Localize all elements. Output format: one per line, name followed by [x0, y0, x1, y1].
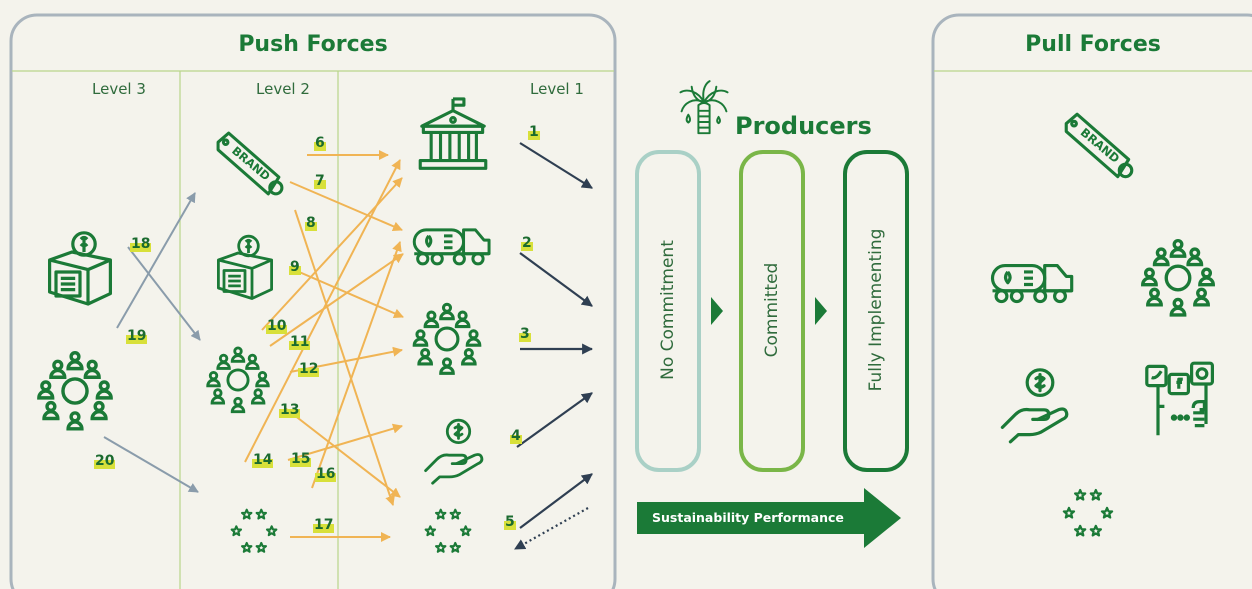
stage-arrow-1 [711, 297, 723, 325]
flow-number-5: 5 [504, 514, 516, 530]
stage-fully-implementing-label: Fully Implementing [866, 228, 886, 392]
pull-forces-title: Pull Forces [1025, 32, 1161, 57]
flow-number-4: 4 [510, 428, 522, 444]
flow-arrow-7 [289, 181, 403, 232]
brand-tag-icon [216, 131, 284, 196]
brand-tag-icon [1064, 112, 1134, 179]
flow-arrow-19 [116, 192, 196, 329]
level-2-label: Level 2 [256, 80, 310, 98]
star-ring-icon [1062, 488, 1114, 537]
stage-no-commitment-box [635, 150, 701, 472]
flow-arrow-14 [244, 159, 401, 463]
hand-money-icon [1000, 368, 1069, 444]
stage-no-commitment-label: No Commitment [658, 240, 678, 380]
stage-committed-label: Committed [762, 262, 782, 358]
push-forces-panel [9, 13, 617, 589]
flow-arrow-1 [519, 142, 593, 189]
stakeholder-circle-icon [206, 346, 270, 414]
stakeholder-circle-icon [1141, 238, 1215, 317]
stakeholder-circle-icon [37, 351, 113, 431]
flow-number-12: 12 [298, 361, 320, 377]
star-ring-icon [230, 508, 278, 553]
flow-number-9: 9 [289, 259, 301, 275]
flow-number-7: 7 [314, 173, 326, 189]
stage-fully-implementing-box [843, 150, 909, 472]
flow-number-20: 20 [94, 453, 116, 469]
stage-committed-box [739, 150, 805, 472]
flow-number-6: 6 [314, 135, 326, 151]
flow-number-17: 17 [313, 517, 335, 533]
palm-tree-icon [679, 80, 729, 135]
hand-money-icon [424, 418, 484, 485]
government-building-icon [418, 97, 488, 170]
level-3-label: Level 3 [92, 80, 146, 98]
flow-arrow-20 [103, 436, 199, 493]
flow-arrow-11 [269, 253, 404, 347]
flow-number-1: 1 [528, 124, 540, 140]
social-media-icon [1145, 361, 1215, 437]
flow-arrow-18 [127, 246, 201, 341]
flow-arrow-2 [519, 252, 593, 307]
push-forces-title: Push Forces [238, 32, 388, 57]
sustainability-performance-arrow [637, 488, 901, 548]
producers-title: Producers [735, 112, 872, 140]
stage-arrow-2 [815, 297, 827, 325]
level-1-label: Level 1 [530, 80, 584, 98]
flow-arrow-8 [294, 209, 395, 506]
flow-number-14: 14 [252, 452, 274, 468]
flow-arrow-13 [284, 407, 401, 498]
flow-number-16: 16 [315, 466, 337, 482]
flow-number-3: 3 [519, 326, 531, 342]
flow-number-19: 19 [126, 328, 148, 344]
flow-number-13: 13 [279, 402, 301, 418]
flow-arrow-4 [516, 392, 593, 448]
sustainability-performance-label: Sustainability Performance [652, 510, 844, 525]
flow-number-18: 18 [130, 236, 152, 252]
flow-number-11: 11 [289, 334, 311, 350]
flow-number-8: 8 [305, 215, 317, 231]
flow-arrow-5 [519, 473, 593, 529]
pull-forces-panel [931, 13, 1252, 589]
stakeholder-circle-icon [412, 302, 482, 375]
flow-number-2: 2 [521, 235, 533, 251]
flow-arrow-16 [311, 241, 402, 489]
flow-number-10: 10 [266, 318, 288, 334]
tanker-truck-icon [412, 228, 491, 266]
investor-box-icon [47, 231, 113, 306]
tanker-truck-icon [990, 264, 1074, 304]
flow-number-15: 15 [290, 451, 312, 467]
feedback-arrow-5 [514, 507, 589, 550]
investor-box-icon [216, 234, 274, 300]
star-ring-icon [424, 508, 472, 553]
